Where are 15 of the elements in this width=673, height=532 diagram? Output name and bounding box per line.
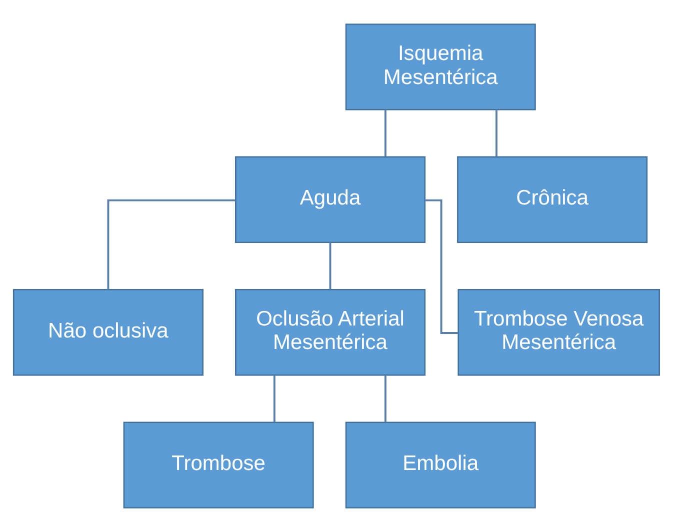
node-box: Oclusão Arterial Mesentérica — [235, 289, 426, 376]
node-box: Trombose Venosa Mesentérica — [458, 289, 660, 376]
node-box: Crônica — [457, 156, 648, 243]
node-box: Isquemia Mesentérica — [345, 24, 536, 110]
node-box: Não oclusiva — [12, 289, 204, 376]
node-box: Aguda — [235, 156, 426, 243]
connector — [384, 375, 386, 422]
connector — [273, 375, 276, 422]
node-box: Trombose — [123, 422, 314, 508]
connector — [107, 199, 236, 290]
node-box: Embolia — [345, 422, 536, 508]
connector — [384, 110, 386, 157]
connector — [329, 242, 332, 290]
connector — [495, 110, 498, 157]
connector — [424, 199, 458, 334]
